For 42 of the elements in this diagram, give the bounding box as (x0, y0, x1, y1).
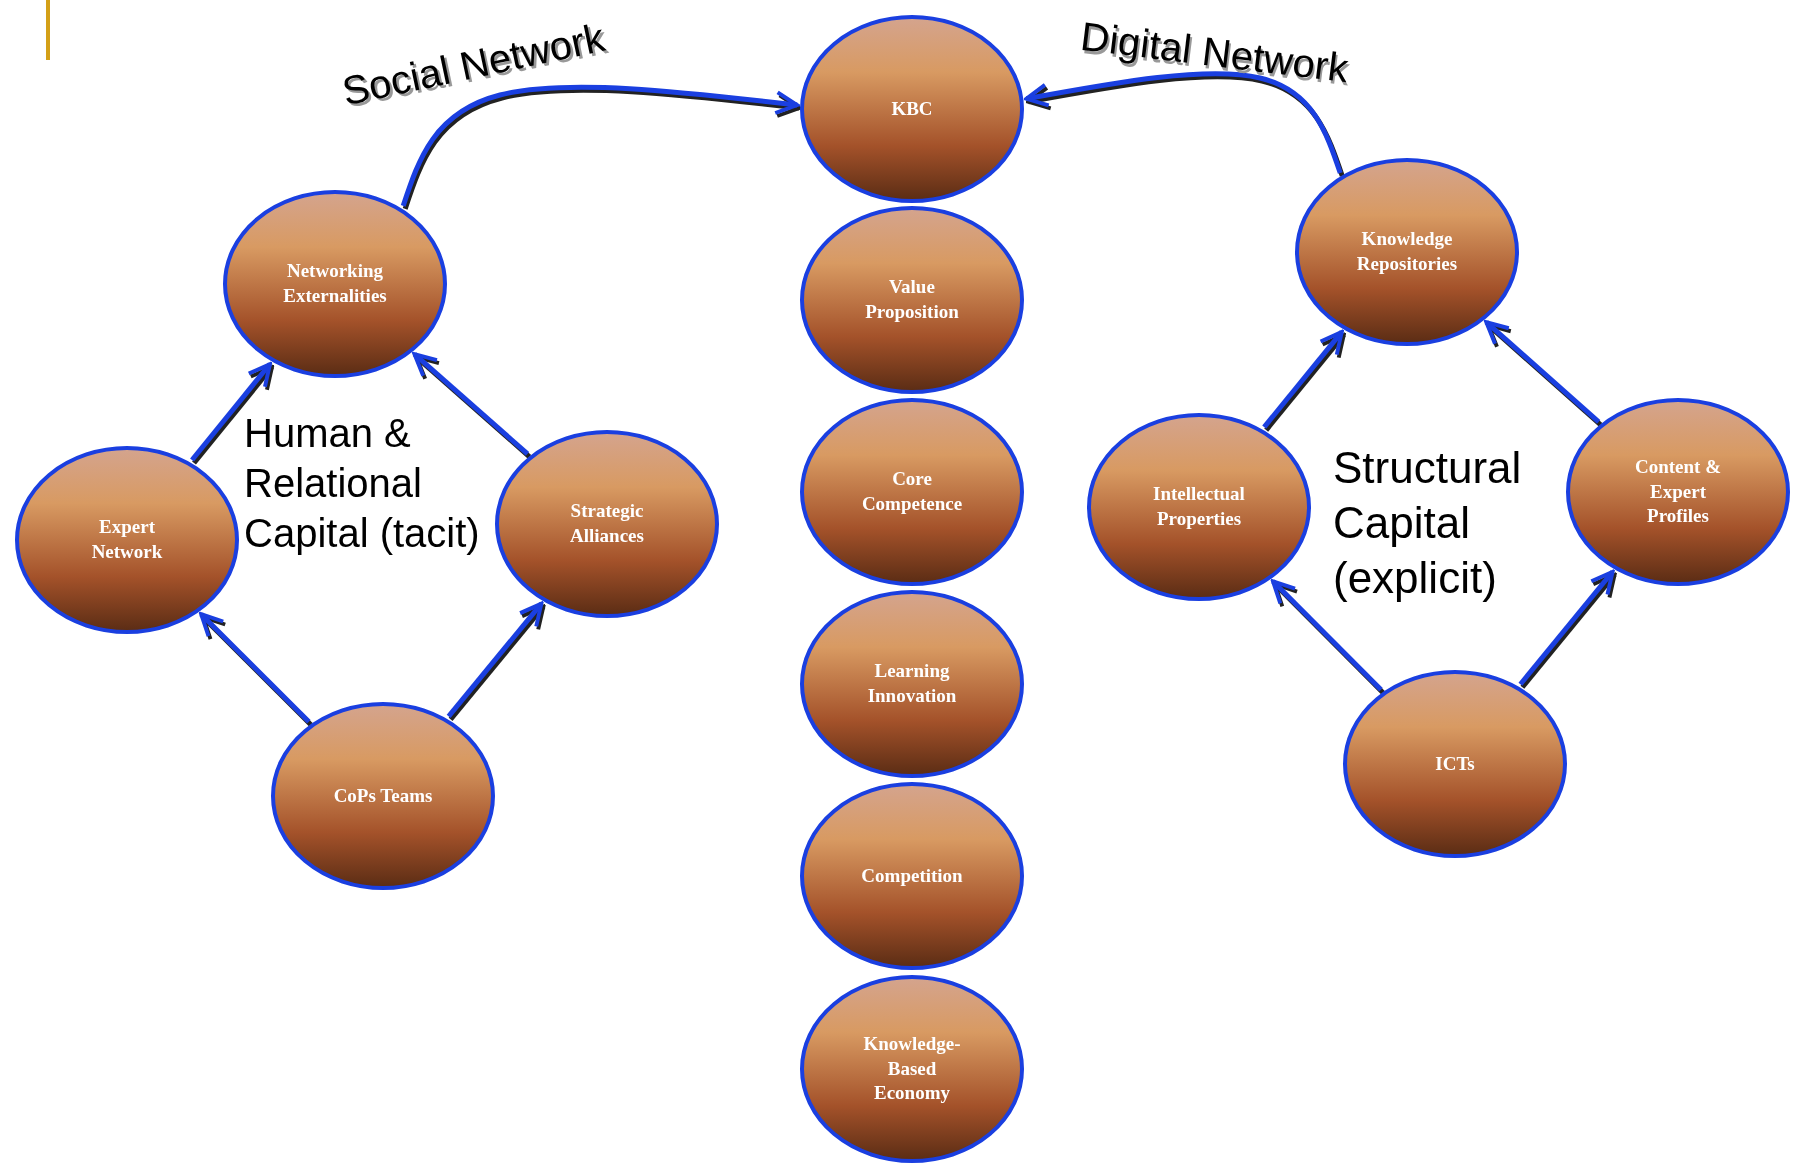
node-label: KBC (890, 96, 934, 121)
ellipse-node (800, 590, 1024, 778)
arrow (190, 362, 272, 462)
ellipse-node (800, 206, 1024, 394)
node-label: Networking Externalities (282, 259, 388, 308)
ellipse-node (1295, 158, 1519, 346)
ellipse-node (800, 15, 1024, 203)
ellipse-node (800, 782, 1024, 970)
arrow (1518, 569, 1615, 686)
node-label: Knowledge Repositories (1355, 227, 1459, 276)
arrow (412, 352, 530, 456)
ellipse-node (271, 702, 495, 890)
node-label: Strategic Alliances (569, 499, 645, 548)
arrow (1024, 71, 1343, 174)
arrow (199, 612, 311, 724)
arrow (1484, 320, 1601, 424)
ellipse-node (495, 430, 719, 618)
node-label: Content & Expert Profiles (1634, 454, 1722, 529)
arrow (1271, 579, 1383, 692)
section-label: Human & Relational Capital (tacit) (244, 410, 481, 557)
node-label: Learning Innovation (866, 659, 958, 708)
ellipse-node (1087, 413, 1311, 601)
arrow (1262, 329, 1344, 429)
node-label: Knowledge- Based Economy (862, 1031, 962, 1106)
edge-label: Digital Network (1078, 13, 1351, 92)
ellipse-node (223, 190, 447, 378)
node-label: Competition (860, 863, 964, 888)
ellipse-node (800, 975, 1024, 1163)
node-label: Intellectual Properties (1152, 482, 1246, 531)
ellipse-node (1343, 670, 1567, 858)
node-label: Core Competence (860, 467, 964, 516)
node-label: Value Proposition (864, 275, 960, 324)
arrow (400, 84, 800, 207)
ellipse-node (800, 398, 1024, 586)
arrow (446, 601, 544, 718)
ellipse-node (1566, 398, 1790, 586)
node-label: Expert Network (90, 515, 164, 564)
node-label: ICTs (1434, 751, 1476, 776)
node-label: CoPs Teams (332, 783, 434, 808)
ellipse-node (15, 446, 239, 634)
section-label: Structural Capital (explicit) (1333, 442, 1523, 604)
edge-label: Social Network (338, 14, 609, 115)
